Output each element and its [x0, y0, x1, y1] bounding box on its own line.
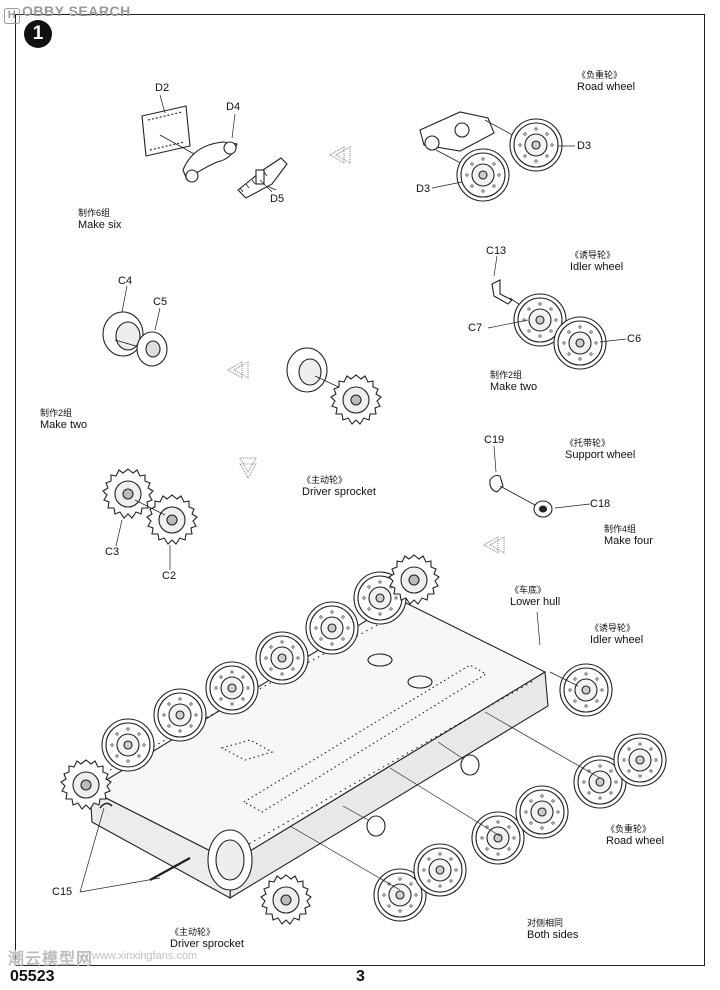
- support-wheel-cn: 《托带轮》: [565, 438, 611, 448]
- driver-make-two-en: Make two: [40, 419, 88, 431]
- hull-sprocket-title: 《主动轮》Driver sprocket: [170, 927, 244, 951]
- road-wheel-cn: 《负重轮》: [577, 70, 623, 80]
- hull-idler-cn: 《诱导轮》: [590, 623, 636, 633]
- part-label-d4: D4: [226, 101, 241, 113]
- driver-sprocket-cn: 《主动轮》: [302, 475, 348, 485]
- hull-road-wheel-cn: 《负重轮》: [606, 824, 652, 834]
- site-watermark-url: www.xinxingfans.com: [92, 950, 198, 962]
- driver-sprocket-title: 《主动轮》Driver sprocket: [302, 475, 376, 499]
- idler-make-two-cn: 制作2组: [490, 370, 523, 380]
- hull-idler-title: 《诱导轮》Idler wheel: [590, 623, 643, 647]
- part-label-c6: C6: [627, 333, 642, 345]
- part-label-c19: C19: [484, 434, 505, 446]
- make-four-cn: 制作4组: [604, 524, 637, 534]
- page-frame: [15, 14, 705, 966]
- support-wheel-en: Support wheel: [565, 449, 636, 461]
- hull-idler-en: Idler wheel: [590, 634, 644, 646]
- part-label-d3-a: D3: [577, 140, 592, 152]
- hobbysearch-logo: H: [4, 8, 20, 24]
- both-sides-en: Both sides: [527, 929, 579, 941]
- lower-hull-title: 《车底》Lower hull: [510, 585, 560, 609]
- hull-road-wheel-title: 《负重轮》Road wheel: [606, 824, 664, 848]
- part-label-d2: D2: [155, 82, 170, 94]
- hull-sprocket-cn: 《主动轮》: [170, 927, 216, 937]
- step-number-badge: 1: [24, 20, 52, 48]
- idler-wheel-en: Idler wheel: [570, 261, 624, 273]
- make-six-cn: 制作6组: [78, 208, 111, 218]
- make-six-en: Make six: [78, 219, 122, 231]
- part-label-c18: C18: [590, 498, 611, 510]
- idler-wheel-cn: 《诱导轮》: [570, 250, 616, 260]
- idler-make-two-en: Make two: [490, 381, 538, 393]
- product-code: 05523: [10, 968, 55, 985]
- part-label-d3-b: D3: [416, 183, 431, 195]
- page-number: 3: [356, 968, 365, 985]
- part-label-d5: D5: [270, 193, 285, 205]
- lower-hull-en: Lower hull: [510, 596, 561, 608]
- lower-hull-cn: 《车底》: [510, 585, 547, 595]
- road-wheel-en: Road wheel: [577, 81, 636, 93]
- part-label-c3: C3: [105, 546, 120, 558]
- make-four-en: Make four: [604, 535, 653, 547]
- hull-road-wheel-en: Road wheel: [606, 835, 665, 847]
- part-label-c7: C7: [468, 322, 483, 334]
- site-watermark: 潮云模型网: [8, 951, 94, 968]
- part-label-c4: C4: [118, 275, 133, 287]
- both-sides-cn: 对侧相同: [527, 918, 564, 928]
- support-wheel-title: 《托带轮》Support wheel: [565, 438, 635, 462]
- hull-sprocket-en: Driver sprocket: [170, 938, 244, 950]
- part-label-c13: C13: [486, 245, 507, 257]
- part-label-c2: C2: [162, 570, 177, 582]
- part-label-c15: C15: [52, 886, 73, 898]
- part-label-c5: C5: [153, 296, 168, 308]
- driver-make-two-cn: 制作2组: [40, 408, 73, 418]
- driver-sprocket-en: Driver sprocket: [302, 486, 376, 498]
- watermark-text: OBBY SEARCH: [22, 3, 131, 19]
- idler-wheel-title: 《诱导轮》Idler wheel: [570, 250, 623, 274]
- road-wheel-title: 《负重轮》Road wheel: [577, 70, 635, 94]
